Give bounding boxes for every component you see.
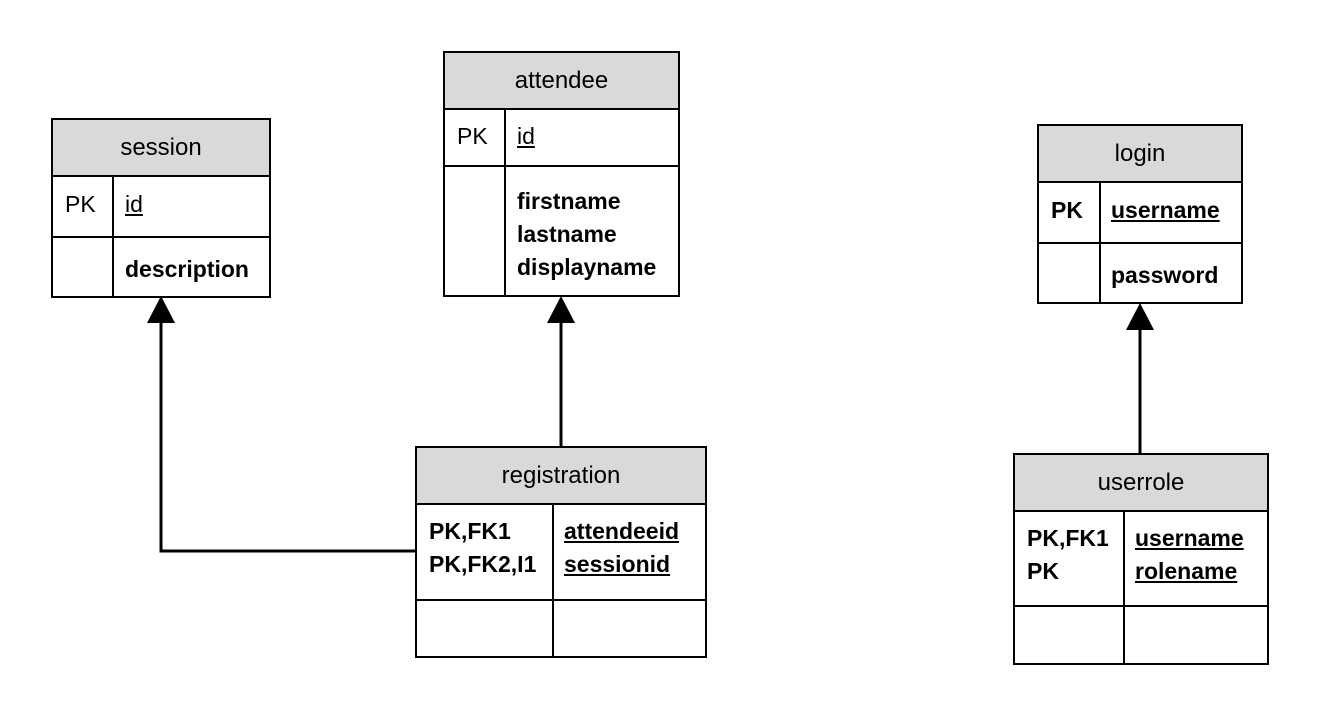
session-attributes: description	[125, 256, 249, 282]
userrole-key-fields: username rolename	[1135, 525, 1244, 584]
session-entity[interactable]: session PK id description	[51, 118, 271, 298]
session-arrowhead	[147, 296, 175, 323]
registration-key-labels: PK,FK1 PK,FK2,I1	[429, 518, 537, 577]
login-arrowhead	[1126, 303, 1154, 330]
session-pk-label: PK	[65, 191, 96, 217]
registration-entity[interactable]: registration PK,FK1 PK,FK2,I1 attendeeid…	[415, 446, 707, 658]
attendee-attributes: firstname lastname displayname	[517, 188, 657, 280]
login-pk-label: PK	[1051, 197, 1083, 223]
attendee-pk-field: id	[517, 123, 535, 149]
userrole-title: userrole	[1015, 455, 1267, 512]
login-title: login	[1039, 126, 1241, 183]
attendee-entity[interactable]: attendee PK id firstname lastname displa…	[443, 51, 680, 297]
registration-title: registration	[417, 448, 705, 505]
login-attributes: password	[1111, 262, 1219, 288]
attendee-title: attendee	[445, 53, 678, 110]
registration-to-session-connector	[159, 322, 416, 553]
session-title: session	[53, 120, 269, 177]
session-pk-field: id	[125, 191, 143, 217]
userrole-entity[interactable]: userrole PK,FK1 PK username rolename	[1013, 453, 1269, 665]
attendee-arrowhead	[547, 296, 575, 323]
registration-key-fields: attendeeid sessionid	[564, 518, 680, 577]
login-pk-field: username	[1111, 197, 1220, 223]
login-entity[interactable]: login PK username password	[1037, 124, 1243, 304]
userrole-key-labels: PK,FK1 PK	[1027, 525, 1109, 584]
attendee-pk-label: PK	[457, 123, 488, 149]
